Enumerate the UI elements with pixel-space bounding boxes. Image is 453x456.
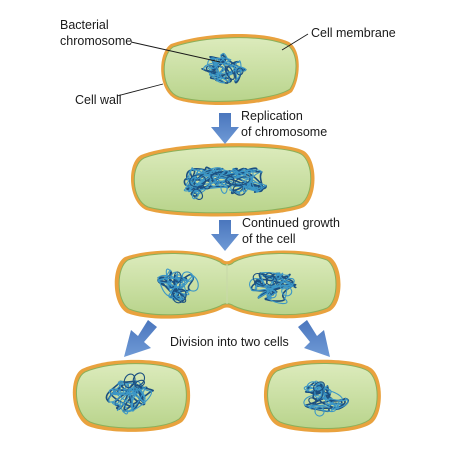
chromosome-loop (244, 169, 254, 179)
chromosome-loop (123, 373, 136, 389)
down-left-arrow-icon (124, 320, 157, 357)
chromosome-loop (220, 181, 228, 194)
step-label-growth: Continued growth (242, 216, 340, 230)
cell-membrane (133, 146, 312, 214)
chromosome-loop (192, 188, 204, 200)
chromosome-left (157, 268, 199, 304)
chromosome-loop (312, 385, 324, 401)
chromosome-loop (168, 291, 177, 299)
chromosome-right (249, 271, 297, 305)
chromosome-loop (279, 277, 295, 290)
step-label-division: Division into two cells (170, 335, 289, 349)
down-arrow-icon (211, 220, 239, 251)
bacterial-chromosome (201, 52, 247, 84)
chromosome-loop (172, 290, 187, 303)
chromosome-loop (281, 286, 293, 297)
step-label-growth: of the cell (242, 232, 296, 246)
chromosome-loop (236, 67, 244, 76)
leader-line-cell-wall (116, 83, 164, 97)
chromosome-loop (235, 66, 244, 73)
cell-stage-3 (114, 250, 341, 319)
chromosome-loop (205, 65, 216, 73)
chromosome-loop (314, 406, 325, 417)
down-right-arrow-icon (298, 320, 330, 357)
chromosome-loop (234, 176, 251, 186)
chromosome-strand-light (249, 271, 294, 305)
chromosome-loop (207, 57, 218, 70)
chromosome-loop (191, 189, 200, 200)
daughter-cell-right (263, 359, 381, 433)
chromosome-loop (265, 272, 275, 282)
leader-line-cell-membrane (281, 33, 309, 51)
chromosome-loop (108, 388, 122, 396)
chromosome-loop (173, 271, 182, 283)
chromosome-loop (126, 387, 135, 396)
step-label-replication: Replication (241, 109, 303, 123)
chromosome-strand-light (157, 268, 199, 301)
chromosome-loop (267, 288, 277, 299)
chromosome-loop (181, 271, 194, 282)
label-bacterial-chromosome: chromosome (60, 34, 132, 48)
chromosome-loop (134, 379, 145, 388)
chromosome-strand-dark (304, 381, 349, 413)
chromosome-loop (312, 381, 325, 392)
replicated-chromosome-left (183, 166, 231, 200)
chromosome-loop (170, 271, 179, 280)
chromosome-loop (224, 65, 235, 80)
daughter-cell-left (72, 359, 191, 432)
cell-stage-1 (161, 33, 299, 106)
chromosome-strand-light (108, 380, 152, 413)
replicated-chromosome-right (210, 167, 267, 196)
chromosome-loop (265, 276, 277, 286)
label-cell-wall: Cell wall (75, 93, 122, 107)
down-arrow-icon (211, 113, 239, 144)
bacterial-chromosome (303, 380, 349, 417)
chromosome-strand-light (203, 52, 247, 84)
label-cell-membrane: Cell membrane (311, 26, 396, 40)
step-label-replication: of chromosome (241, 125, 327, 139)
chromosome-loop (306, 381, 317, 392)
cell-membrane (163, 37, 297, 102)
cell-stage-2 (130, 143, 315, 217)
label-bacterial-chromosome: Bacterial (60, 18, 109, 32)
chromosome-loop (189, 174, 207, 188)
chromosome-loop (119, 401, 129, 415)
chromosome-strand-light (183, 167, 229, 195)
bacterial-chromosome (105, 372, 154, 415)
leader-line-chromosome (130, 41, 221, 63)
